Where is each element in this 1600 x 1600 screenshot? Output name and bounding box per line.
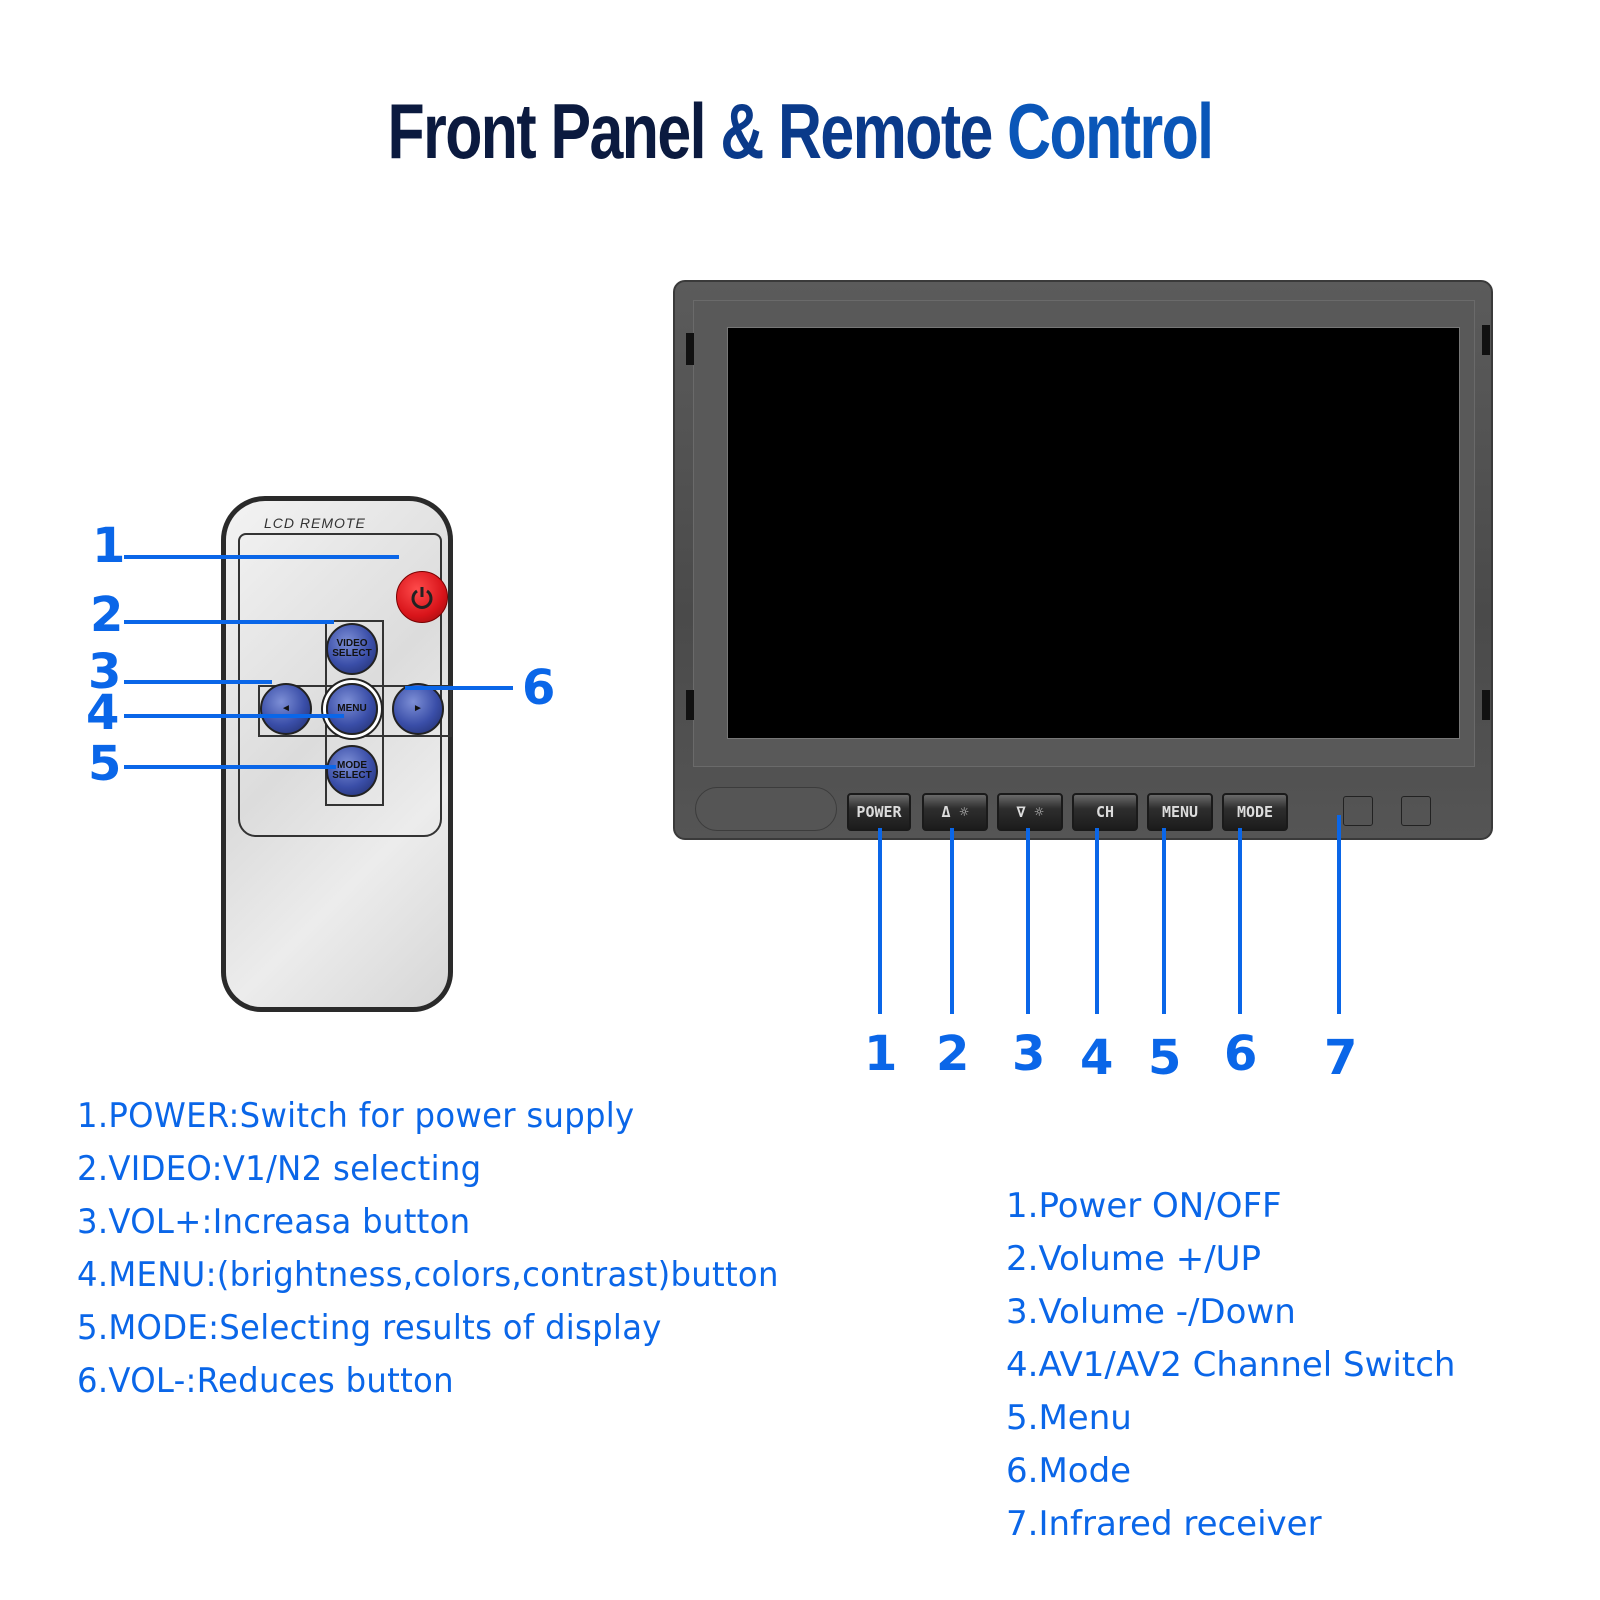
panel-description-item: 4.AV1/AV2 Channel Switch — [1006, 1345, 1456, 1385]
panel-callout-6: 6 — [1224, 1026, 1258, 1082]
remote-power-button[interactable] — [396, 571, 448, 623]
remote-leader-line-2 — [124, 620, 334, 624]
remote-description-item: 3.VOL+:Increasa button — [77, 1202, 471, 1242]
monitor-volume-down-button[interactable]: ∇ ☼ — [997, 793, 1063, 831]
title-part-control: Control — [1007, 87, 1214, 175]
remote-button-panel: VIDEO SELECT ◄ MENU ► MODE SELECT — [238, 533, 452, 837]
panel-leader-line-3 — [1026, 828, 1030, 1014]
remote-left-button[interactable]: ◄ — [260, 683, 312, 735]
remote-description-item: 2.VIDEO:V1/N2 selecting — [77, 1149, 482, 1189]
remote-menu-button[interactable]: MENU — [326, 683, 378, 735]
title-part-front-panel: Front Panel — [387, 87, 706, 175]
remote-leader-line-5 — [124, 765, 336, 769]
remote-description-item: 4.MENU:(brightness,colors,contrast)butto… — [77, 1255, 779, 1295]
panel-leader-line-4 — [1095, 828, 1099, 1014]
remote-description-list: 1.POWER:Switch for power supply 2.VIDEO:… — [77, 1090, 816, 1408]
remote-callout-6: 6 — [522, 660, 556, 716]
remote-description-item: 5.MODE:Selecting results of display — [77, 1308, 662, 1348]
panel-leader-line-2 — [950, 828, 954, 1014]
remote-video-select-button[interactable]: VIDEO SELECT — [326, 623, 378, 675]
remote-leader-line-4 — [124, 714, 344, 718]
panel-leader-line-5 — [1162, 828, 1166, 1014]
remote-right-button[interactable]: ► — [392, 683, 444, 735]
infrared-receiver-window — [1343, 796, 1373, 826]
monitor-ch-button[interactable]: CH — [1072, 793, 1138, 831]
remote-description-item: 1.POWER:Switch for power supply — [77, 1096, 635, 1136]
monitor-slot — [686, 333, 694, 365]
page-title: Front Panel & Remote Control — [176, 92, 1424, 170]
panel-description-item: 7.Infrared receiver — [1006, 1504, 1322, 1544]
monitor-menu-button[interactable]: MENU — [1147, 793, 1213, 831]
remote-description-item: 6.VOL-:Reduces button — [77, 1361, 454, 1401]
panel-callout-1: 1 — [864, 1026, 898, 1082]
panel-callout-5: 5 — [1148, 1030, 1182, 1086]
panel-callout-2: 2 — [936, 1026, 970, 1082]
monitor-power-button[interactable]: POWER — [847, 793, 911, 831]
panel-leader-line-6 — [1238, 828, 1242, 1014]
infrared-sensor-window — [1401, 796, 1431, 826]
title-part-remote: & Remote — [720, 87, 993, 175]
remote-control: LCD REMOTE VIDEO SELECT ◄ MENU ► MODE SE… — [221, 496, 453, 1012]
panel-leader-line-1 — [878, 828, 882, 1014]
panel-leader-line-7 — [1337, 815, 1341, 1014]
remote-leader-line-1 — [124, 555, 399, 559]
panel-callout-3: 3 — [1012, 1026, 1046, 1082]
remote-mode-select-button[interactable]: MODE SELECT — [326, 745, 378, 797]
panel-callout-4: 4 — [1080, 1030, 1114, 1086]
power-icon — [411, 587, 433, 609]
panel-description-item: 1.Power ON/OFF — [1006, 1186, 1282, 1226]
panel-description-item: 6.Mode — [1006, 1451, 1132, 1491]
remote-leader-line-3 — [124, 680, 272, 684]
monitor-logo-plate — [695, 787, 837, 831]
panel-description-list: 1.Power ON/OFF 2.Volume +/UP 3.Volume -/… — [1006, 1180, 1455, 1551]
panel-description-item: 3.Volume -/Down — [1006, 1292, 1296, 1332]
monitor-slot — [1482, 325, 1490, 355]
panel-callout-7: 7 — [1324, 1030, 1358, 1086]
remote-callout-1: 1 — [92, 518, 126, 574]
remote-brand-label: LCD REMOTE — [264, 515, 366, 531]
monitor-slot — [1482, 690, 1490, 720]
monitor-volume-up-button[interactable]: Δ ☼ — [922, 793, 988, 831]
remote-leader-line-6 — [405, 686, 513, 690]
monitor-mode-button[interactable]: MODE — [1222, 793, 1288, 831]
panel-description-item: 2.Volume +/UP — [1006, 1239, 1262, 1279]
remote-callout-3: 3 — [88, 644, 122, 700]
monitor-slot — [686, 690, 694, 720]
remote-callout-5: 5 — [88, 736, 122, 792]
panel-description-item: 5.Menu — [1006, 1398, 1132, 1438]
remote-callout-4: 4 — [86, 685, 120, 741]
monitor-screen — [727, 327, 1460, 739]
remote-callout-2: 2 — [90, 587, 124, 643]
